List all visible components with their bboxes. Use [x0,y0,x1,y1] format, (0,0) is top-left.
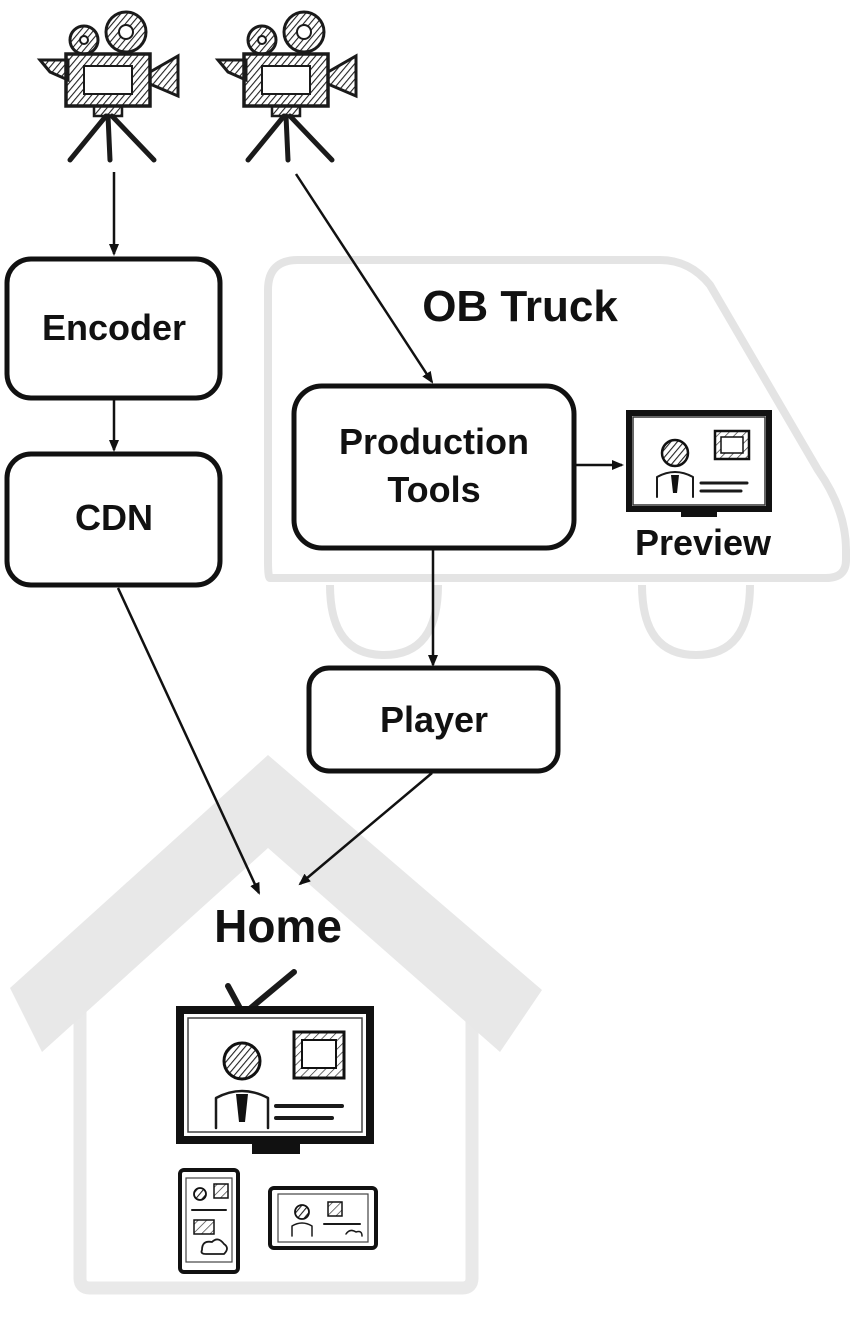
edge-camera-to-production [294,173,434,384]
encoder-node: Encoder [4,256,223,401]
production-tools-label-line1: Production [339,421,529,462]
cdn-node: CDN [4,451,223,588]
camera-icon [214,10,358,163]
phone-icon [178,1168,240,1274]
ob-truck-label: OB Truck [422,282,618,331]
edge-player-to-home [298,772,433,886]
cdn-label: CDN [75,497,153,538]
edge-cdn-to-home [116,587,261,895]
tv-icon [176,969,374,1154]
monitor-icon [626,410,772,517]
player-node: Player [306,665,561,774]
house-outline [10,755,542,1295]
home-label: Home [214,900,342,952]
encoder-label: Encoder [42,307,186,348]
tablet-icon [268,1186,378,1250]
camera-icon [36,10,180,163]
preview-label: Preview [635,522,772,563]
production-tools-node: Production Tools [291,383,577,551]
production-tools-label-line2: Tools [387,469,480,510]
player-label: Player [380,699,488,740]
